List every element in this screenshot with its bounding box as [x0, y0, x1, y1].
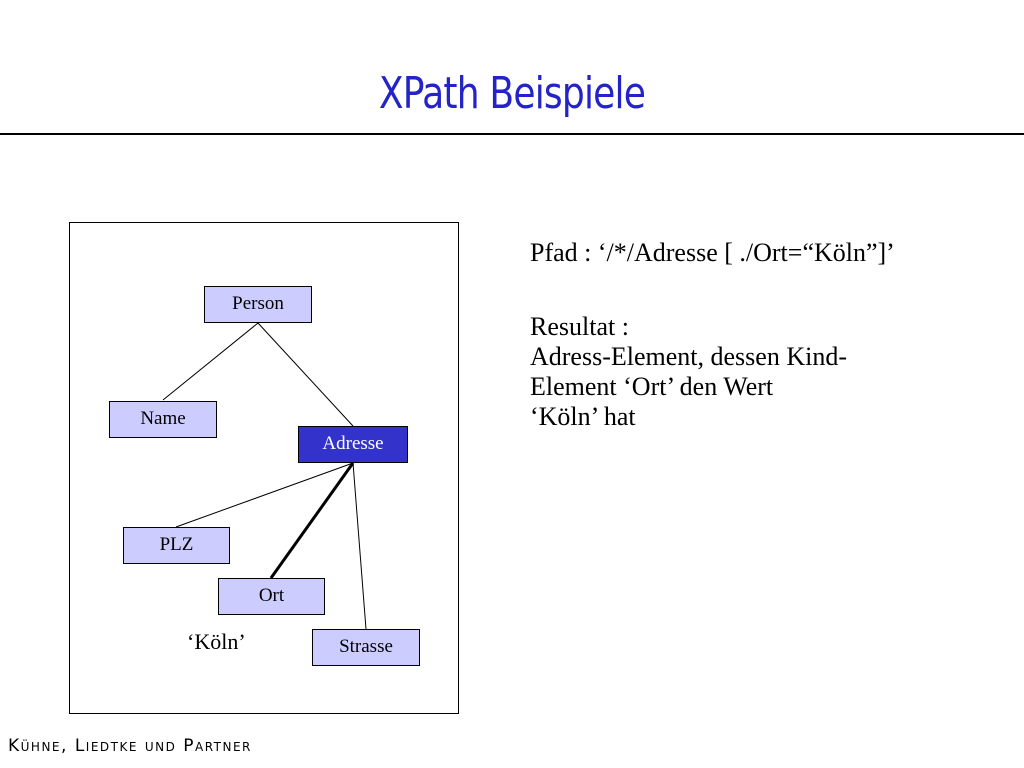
- node-adresse-selected: Adresse: [298, 426, 408, 463]
- node-ort: Ort: [218, 578, 325, 615]
- node-plz: PLZ: [123, 527, 230, 564]
- result-line: Adress-Element, dessen Kind-: [530, 342, 847, 371]
- node-person: Person: [204, 286, 312, 323]
- edge-adresse-plz: [175, 462, 354, 528]
- title-divider: [0, 133, 1024, 135]
- node-strasse: Strasse: [312, 629, 420, 666]
- result-line: ‘Köln’ hat: [530, 402, 636, 431]
- node-name: Name: [109, 401, 217, 438]
- edge-adresse-ort: [269, 462, 355, 579]
- xpath-expression: Pfad : ‘/*/Adresse [ ./Ort=“Köln”]’: [530, 238, 895, 267]
- slide-title: XPath Beispiele: [378, 68, 646, 119]
- edge-person-adresse: [257, 322, 354, 427]
- ort-value-label: ‘Köln’: [187, 629, 246, 654]
- result-description: Resultat : Adress-Element, dessen Kind- …: [530, 312, 1000, 432]
- edge-adresse-strasse: [352, 462, 367, 630]
- edge-person-name: [162, 322, 259, 401]
- footer-company: Kühne, Liedtke und Partner: [8, 736, 252, 756]
- result-line: Element ‘Ort’ den Wert: [530, 372, 774, 401]
- result-line: Resultat :: [530, 312, 629, 341]
- tree-diagram-frame: [69, 222, 459, 714]
